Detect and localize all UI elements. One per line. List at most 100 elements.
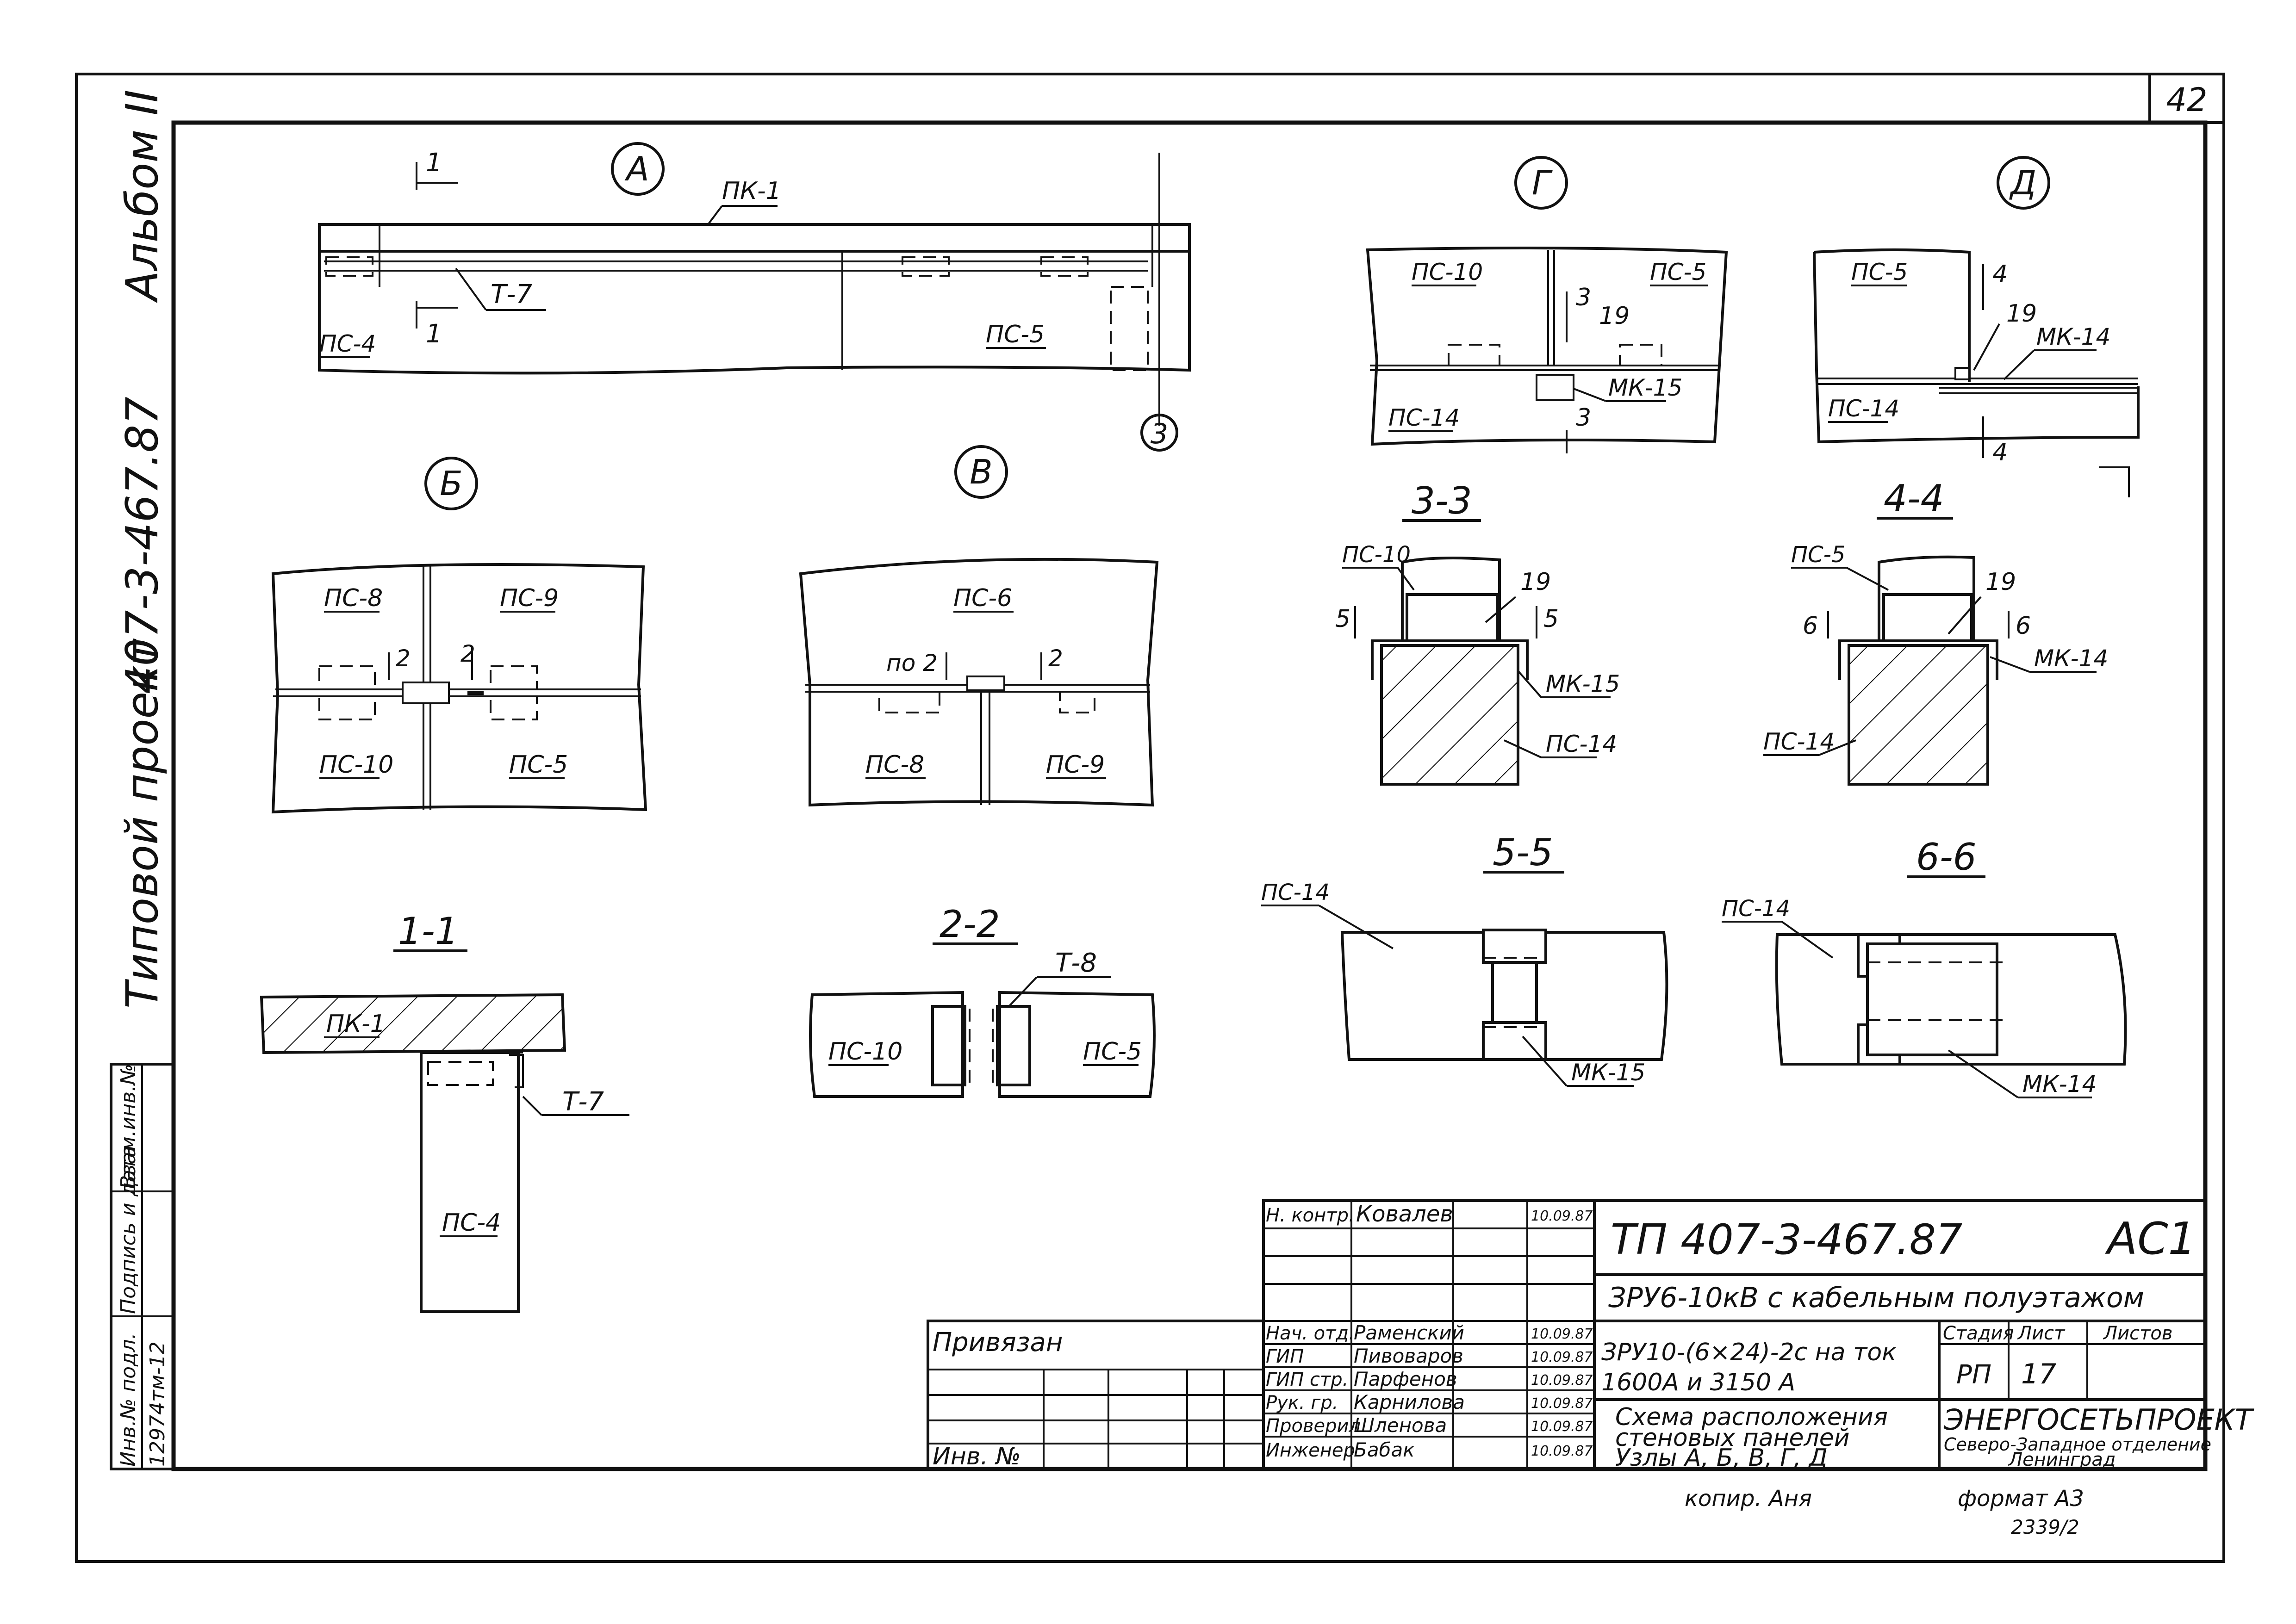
node-v-label-ps9: ПС-9 xyxy=(1046,751,1105,779)
org-branch: Северо-Западное отделение xyxy=(1944,1434,2211,1455)
sheet-title-3: Узлы А, Б, В, Г, Д xyxy=(1615,1444,1828,1472)
doc-mark: АС1 xyxy=(2104,1214,2196,1264)
section-2-2: 2-2 Т-8 ПС-10 ПС-5 xyxy=(809,903,1156,1098)
section-2-2-title: 2-2 xyxy=(940,903,1000,946)
node-d-title: Д xyxy=(2009,163,2036,202)
signer-2-date: 10.09.87 xyxy=(1531,1349,1593,1365)
doc-number: ТП 407-3-467.87 xyxy=(1611,1215,1962,1264)
signer-2-name: Пивоваров xyxy=(1354,1345,1463,1367)
node-d-cut-bottom: 4 xyxy=(1992,439,2008,466)
node-d-pos: 19 xyxy=(2006,300,2037,328)
section-3-3-cut-left: 5 xyxy=(1335,605,1350,633)
section-3-3-label-19: 19 xyxy=(1520,568,1551,596)
stage-label: Стадия xyxy=(1943,1323,2014,1344)
section-4-4-label-19: 19 xyxy=(1985,568,2016,596)
signer-0-name: Ковалев xyxy=(1356,1201,1453,1227)
node-g: Г 3 3 19 ПС-10 ПС-5 ПС-14 МК-15 xyxy=(1366,156,1728,453)
node-a-label-ps4: ПС-4 xyxy=(319,330,376,357)
privyazan-label: Привязан xyxy=(933,1327,1063,1357)
node-b-cut-left: 2 xyxy=(396,645,411,672)
sheets-label: Листов xyxy=(2103,1323,2172,1344)
signer-6-name: Бабак xyxy=(1354,1438,1415,1461)
node-d-label-ps5: ПС-5 xyxy=(1851,259,1908,285)
signer-1-role: Нач. отд. xyxy=(1266,1323,1355,1344)
node-d-label-ps14: ПС-14 xyxy=(1828,395,1899,422)
section-4-4: 4-4 6 6 ПС-5 19 МК-14 ПС-14 xyxy=(1763,477,2108,786)
side-stamp-inv-value: 12974тм-12 xyxy=(146,1341,169,1467)
section-6-6: 6-6 ПС-14 МК-14 xyxy=(1722,836,2127,1098)
node-g-label-ps14: ПС-14 xyxy=(1388,404,1460,431)
outer-frame xyxy=(75,73,2225,1563)
page-number: 42 xyxy=(2166,81,2207,119)
node-a-label-ps5: ПС-5 xyxy=(986,321,1045,348)
node-d-cut-top: 4 xyxy=(1992,260,2008,288)
sheet-code: 2339/2 xyxy=(2011,1516,2079,1538)
node-g-title: Г xyxy=(1532,163,1553,202)
signer-2-role: ГИП xyxy=(1266,1346,1304,1367)
subject-line-1: ЗРУ10-(6×24)-2с на ток xyxy=(1601,1339,1897,1366)
section-3-3: 3-3 5 5 ПС-10 19 МК-15 ПС-14 xyxy=(1335,479,1620,786)
signer-3-role: ГИП стр. xyxy=(1266,1369,1348,1390)
node-v-label-ps8: ПС-8 xyxy=(865,751,924,779)
section-1-1-label-pk1: ПК-1 xyxy=(326,1010,386,1038)
section-2-2-label-ps5: ПС-5 xyxy=(1083,1038,1142,1066)
signer-6-role: Инженер xyxy=(1266,1440,1355,1461)
signer-5-role: Проверил xyxy=(1266,1415,1361,1437)
signer-5-name: Шленова xyxy=(1354,1414,1447,1437)
node-b-label-ps10: ПС-10 xyxy=(319,751,393,779)
paper-format: формат А3 xyxy=(1958,1486,2084,1512)
section-2-2-label-ps10: ПС-10 xyxy=(828,1038,902,1066)
sheet-title-1: Схема расположения xyxy=(1615,1403,1888,1431)
org-name: ЭНЕРГОСЕТЬПРОЕКТ xyxy=(1943,1403,2254,1437)
node-d: Д 4 4 19 ПС-5 ПС-14 МК-14 xyxy=(1813,156,2140,497)
section-1-1: 1-1 ПК-1 Т-7 ПС-4 xyxy=(260,910,629,1313)
node-d-label-mk14: МК-14 xyxy=(2036,323,2110,350)
section-3-3-label-ps10: ПС-10 xyxy=(1342,542,1411,568)
section-3-3-label-mk15: МК-15 xyxy=(1546,670,1620,697)
inv-label: Инв. № xyxy=(933,1443,1021,1470)
signer-4-name: Карнилова xyxy=(1354,1391,1465,1413)
section-5-5-label-ps14: ПС-14 xyxy=(1261,880,1330,905)
section-1-1-label-ps4: ПС-4 xyxy=(442,1209,501,1237)
section-1-1-label-t7: Т-7 xyxy=(562,1087,604,1117)
sheet-label: Лист xyxy=(2017,1323,2066,1344)
section-4-4-label-ps14: ПС-14 xyxy=(1763,728,1835,755)
album-label: Альбом II xyxy=(117,90,168,304)
node-b-label-ps8: ПС-8 xyxy=(324,584,383,612)
sheet-title-2: стеновых панелей xyxy=(1615,1424,1850,1452)
node-a-label-pk1: ПК-1 xyxy=(722,177,781,205)
node-v-cut: 2 xyxy=(1048,645,1063,672)
signer-3-date: 10.09.87 xyxy=(1531,1372,1593,1388)
project-number: 407-3-467.87 xyxy=(117,397,168,694)
side-stamp-sign-label: Подпись и дата xyxy=(117,1146,140,1314)
node-b: Б 2 2 ПС-8 ПС-9 ПС-10 ПС-5 xyxy=(271,457,647,814)
node-b-label-ps9: ПС-9 xyxy=(500,584,559,612)
project-prefix: Типовой проект xyxy=(117,638,168,1009)
side-stamp: Инв.№ подл. 12974тм-12 Подпись и дата Вз… xyxy=(110,1063,175,1470)
side-stamp-inv-label: Инв.№ подл. xyxy=(117,1333,140,1467)
section-4-4-cut-left: 6 xyxy=(1803,612,1818,640)
signer-3-name: Парфенов xyxy=(1354,1368,1457,1390)
node-a: А 3 1 1 ПК-1 Т-7 ПС-4 ПС-5 xyxy=(318,142,1191,452)
section-4-4-label-mk14: МК-14 xyxy=(2034,645,2108,672)
section-3-3-label-ps14: ПС-14 xyxy=(1546,731,1617,757)
node-b-cut-right: 2 xyxy=(460,640,475,667)
node-v: В по 2 2 ПС-6 ПС-8 ПС-9 xyxy=(799,445,1159,807)
signer-1-date: 10.09.87 xyxy=(1531,1326,1593,1342)
section-4-4-title: 4-4 xyxy=(1884,477,1944,520)
signer-0-role: Н. контр. xyxy=(1266,1205,1355,1226)
signer-1-name: Раменский xyxy=(1354,1321,1464,1344)
section-4-4-cut-right: 6 xyxy=(2016,612,2031,640)
node-a-axis: 3 xyxy=(1151,418,1168,450)
node-g-pos: 19 xyxy=(1599,302,1630,330)
node-v-note: по 2 xyxy=(886,650,938,676)
object-name: ЗРУ6-10кВ с кабельным полуэтажом xyxy=(1608,1282,2144,1314)
section-1-1-title: 1-1 xyxy=(398,910,459,953)
side-stamp-replace-label: Взам.инв.№ xyxy=(117,1064,140,1189)
signer-5-date: 10.09.87 xyxy=(1531,1419,1593,1435)
node-v-label-ps6: ПС-6 xyxy=(953,584,1012,612)
section-4-4-label-ps5: ПС-5 xyxy=(1791,542,1845,568)
node-g-label-mk15: МК-15 xyxy=(1608,374,1682,401)
node-g-label-ps10: ПС-10 xyxy=(1412,259,1483,285)
node-b-label-ps5: ПС-5 xyxy=(509,751,568,779)
